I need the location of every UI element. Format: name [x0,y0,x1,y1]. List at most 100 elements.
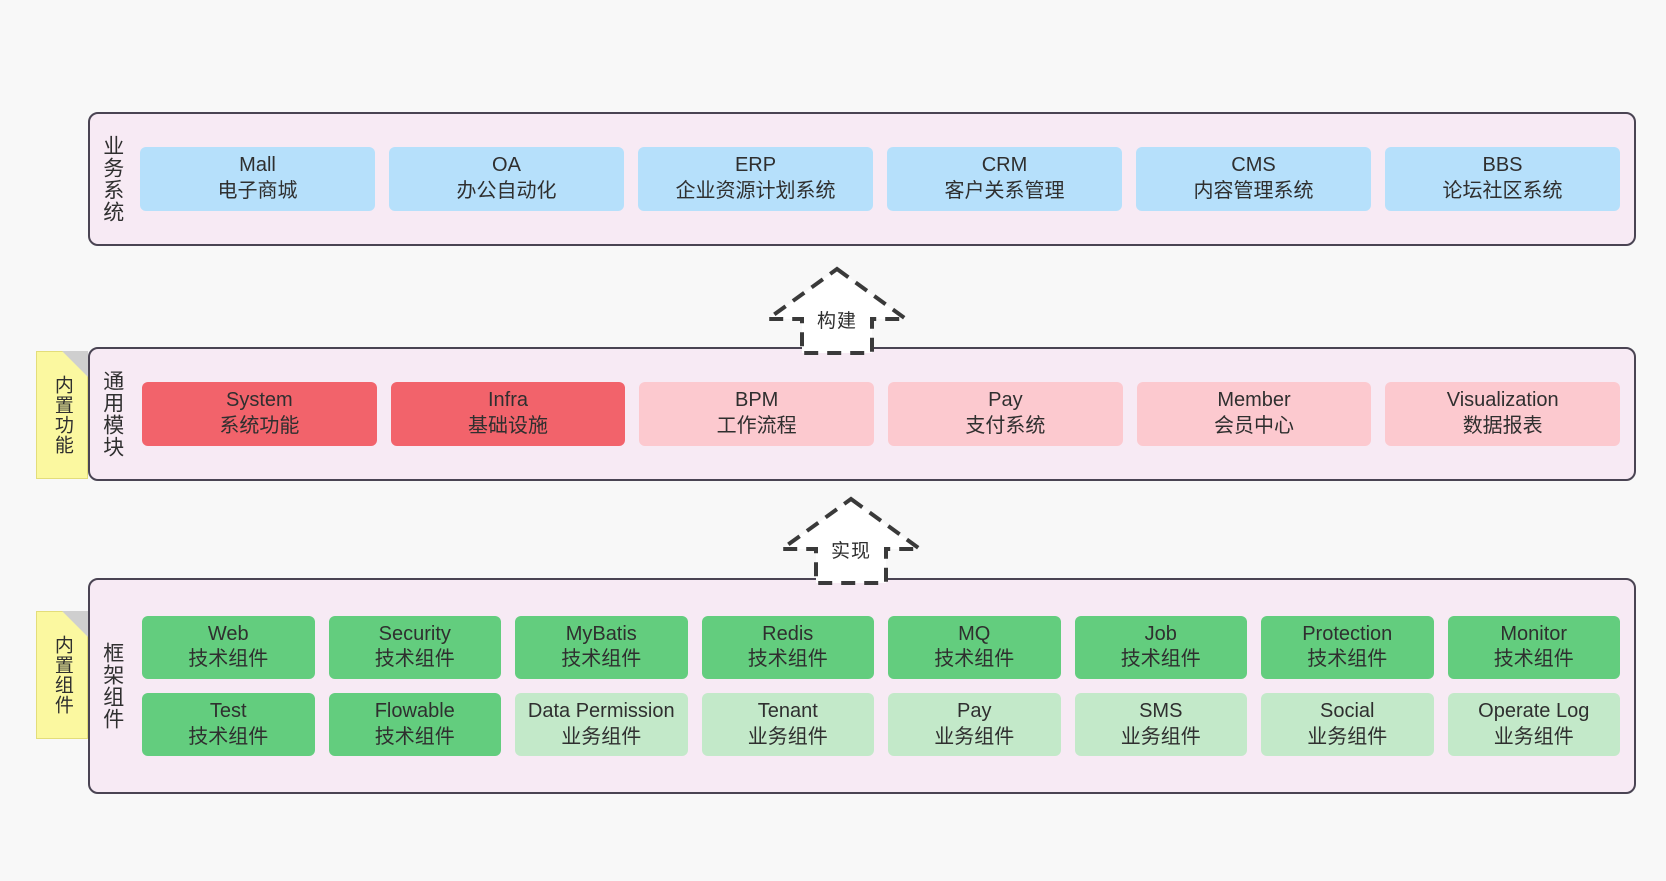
layer-framework-component: 框架组件 Web 技术组件 Security 技术组件 MyBatis 技术组件… [88,578,1636,794]
card-title-en: Pay [988,389,1023,412]
note-builtin-components-label: 内置组件 [51,635,73,715]
card-title-cn: 工作流程 [716,415,797,437]
layer-common-module: 通用模块 System 系统功能 Infra 基础设施 BPM 工作流程 Pay… [88,347,1636,481]
card-title-en: Protection [1302,622,1393,645]
card-job[interactable]: Job 技术组件 [1074,615,1247,679]
card-title-cn: 技术组件 [188,648,269,671]
card-title-cn: 业务组件 [1307,725,1388,748]
note-builtin-components: 内置组件 [36,611,88,739]
card-title-en: MQ [958,622,991,645]
card-title-cn: 业务组件 [561,725,642,748]
card-sms[interactable]: SMS 业务组件 [1074,693,1247,757]
card-title-cn: 支付系统 [965,415,1046,437]
card-title-en: Visualization [1446,389,1559,412]
card-title-cn: 技术组件 [188,725,269,748]
layer-title-business-system: 业务系统 [100,135,124,223]
card-title-cn: 技术组件 [1120,648,1201,671]
card-title-en: Data Permission [527,700,675,722]
card-security[interactable]: Security 技术组件 [328,615,501,679]
card-title-cn: 客户关系管理 [944,180,1065,202]
card-title-en: Infra [487,389,529,412]
card-title-en: Redis [762,622,814,645]
card-pay-module[interactable]: Pay 支付系统 [888,382,1123,446]
layer-title-common-module: 通用模块 [100,370,124,458]
card-crm[interactable]: CRM 客户关系管理 [887,147,1122,211]
card-title-en: BBS [1482,154,1523,177]
card-mall[interactable]: Mall 电子商城 [140,147,375,211]
row-common-modules: System 系统功能 Infra 基础设施 BPM 工作流程 Pay 支付系统… [142,382,1621,446]
card-title-cn: 会员中心 [1214,415,1295,437]
card-test[interactable]: Test 技术组件 [142,693,315,757]
card-operate-log[interactable]: Operate Log 业务组件 [1447,693,1620,757]
card-title-cn: 论坛社区系统 [1442,180,1563,202]
card-data-permission[interactable]: Data Permission 业务组件 [515,693,688,757]
arrow-up-hollow-icon [776,496,926,585]
layer-body-business-system: Mall 电子商城 OA 办公自动化 ERP 企业资源计划系统 CRM 客户关系… [134,114,1634,244]
card-title-cn: 技术组件 [747,648,828,671]
arrow-implement-label: 实现 [830,541,871,562]
layer-business-system: 业务系统 Mall 电子商城 OA 办公自动化 ERP 企业资源计划系统 CRM… [88,112,1636,246]
arrow-up-hollow-icon [762,266,912,355]
card-title-en: Monitor [1500,622,1568,645]
layer-body-framework-component: Web 技术组件 Security 技术组件 MyBatis 技术组件 Redi… [134,580,1634,792]
card-title-cn: 办公自动化 [456,180,557,202]
card-web[interactable]: Web 技术组件 [142,615,315,679]
card-infra[interactable]: Infra 基础设施 [390,382,626,446]
card-title-cn: 业务组件 [1120,725,1201,748]
card-title-cn: 技术组件 [374,648,455,671]
card-mq[interactable]: MQ 技术组件 [888,615,1061,679]
card-title-cn: 企业资源计划系统 [675,180,836,202]
card-title-en: Mall [239,154,276,177]
arrow-build: 构建 [762,263,912,355]
card-monitor[interactable]: Monitor 技术组件 [1447,615,1620,679]
card-oa[interactable]: OA 办公自动化 [389,147,624,211]
layer-title-framework-component: 框架组件 [100,642,124,730]
card-title-en: ERP [734,154,777,177]
card-title-cn: 业务组件 [747,725,828,748]
note-builtin-functions: 内置功能 [36,351,88,479]
card-bpm[interactable]: BPM 工作流程 [639,382,875,446]
card-erp[interactable]: ERP 企业资源计划系统 [638,147,873,211]
card-title-cn: 数据报表 [1462,415,1543,437]
card-bbs[interactable]: BBS 论坛社区系统 [1385,147,1620,211]
card-cms[interactable]: CMS 内容管理系统 [1136,147,1371,211]
card-title-en: Job [1144,622,1177,645]
note-builtin-functions-label: 内置功能 [51,375,73,455]
card-title-cn: 业务组件 [934,725,1015,748]
card-social[interactable]: Social 业务组件 [1261,693,1434,757]
card-title-cn: 技术组件 [934,648,1015,671]
row-tech-components: Web 技术组件 Security 技术组件 MyBatis 技术组件 Redi… [142,615,1620,679]
card-title-cn: 电子商城 [217,180,298,202]
card-title-en: BPM [735,389,779,412]
card-title-cn: 技术组件 [561,648,642,671]
card-title-cn: 基础设施 [468,415,548,437]
card-system[interactable]: System 系统功能 [142,382,377,446]
card-title-en: Security [378,622,451,645]
card-title-en: CMS [1231,154,1276,177]
card-title-en: Tenant [757,700,818,722]
card-title-cn: 内容管理系统 [1193,180,1314,202]
card-title-en: Pay [957,700,992,722]
layer-body-common-module: System 系统功能 Infra 基础设施 BPM 工作流程 Pay 支付系统… [134,349,1634,479]
card-title-en: System [225,389,293,412]
card-title-en: Test [209,700,247,722]
card-protection[interactable]: Protection 技术组件 [1261,615,1434,679]
card-title-en: CRM [981,154,1028,177]
card-flowable[interactable]: Flowable 技术组件 [328,693,501,757]
card-member[interactable]: Member 会员中心 [1136,382,1372,446]
card-title-cn: 系统功能 [219,415,300,437]
card-title-cn: 业务组件 [1493,725,1574,748]
card-tenant[interactable]: Tenant 业务组件 [701,693,874,757]
card-title-en: Web [207,622,249,645]
row-business-systems: Mall 电子商城 OA 办公自动化 ERP 企业资源计划系统 CRM 客户关系… [140,147,1620,211]
card-redis[interactable]: Redis 技术组件 [701,615,874,679]
card-pay-component[interactable]: Pay 业务组件 [888,693,1061,757]
card-title-en: Operate Log [1478,700,1590,722]
card-visualization[interactable]: Visualization 数据报表 [1385,382,1621,446]
card-mybatis[interactable]: MyBatis 技术组件 [515,615,688,679]
card-title-en: OA [492,154,521,177]
card-title-cn: 技术组件 [374,725,455,748]
arrow-build-label: 构建 [816,311,857,332]
arrow-implement: 实现 [776,493,926,585]
row-business-components: Test 技术组件 Flowable 技术组件 Data Permission … [142,693,1620,757]
